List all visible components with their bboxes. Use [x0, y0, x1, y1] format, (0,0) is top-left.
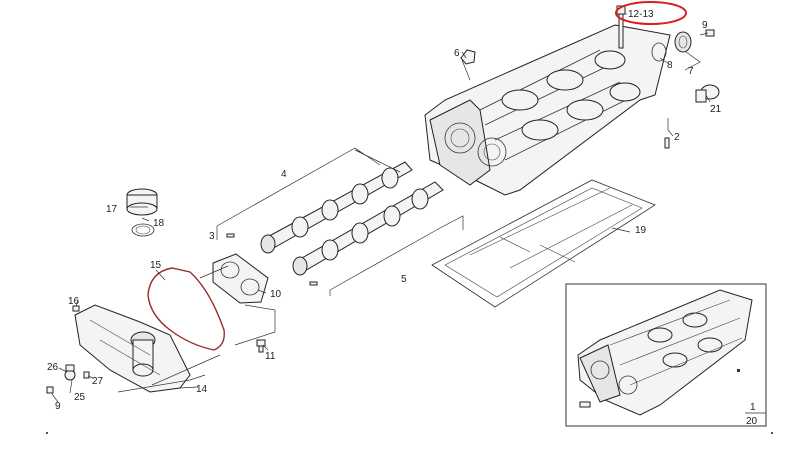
callout-27: 27 [92, 376, 104, 387]
inset-view: 1 20 [565, 283, 767, 427]
callout-14: 14 [196, 384, 208, 395]
callout-21: 21 [710, 104, 722, 115]
gasket-19 [431, 179, 656, 308]
callout-5: 5 [401, 274, 407, 285]
callout-26: 26 [47, 362, 59, 373]
bolt-11 [256, 339, 266, 353]
inset-page-total: 20 [746, 416, 758, 427]
plug-7 [674, 31, 692, 53]
callout-12-13: 12-13 [628, 9, 654, 20]
callout-6: 6 [454, 48, 460, 59]
part-6 [460, 49, 476, 65]
callout-11: 11 [265, 351, 276, 362]
timing-cover-14 [74, 304, 191, 393]
stud-2 [664, 137, 670, 149]
screw-27 [83, 371, 90, 379]
callout-4: 4 [281, 169, 287, 180]
callout-16: 16 [68, 296, 80, 307]
camshaft-housing [424, 24, 671, 196]
callout-25: 25 [74, 392, 86, 403]
bolt-9-lower [46, 386, 54, 394]
callout-17: 17 [106, 204, 118, 215]
camshaft-lower [292, 181, 444, 276]
part-21-fitting [695, 84, 720, 103]
callout-8: 8 [667, 60, 673, 71]
callout-3: 3 [209, 231, 215, 242]
cap-17 [126, 188, 158, 216]
callout-9-top: 9 [702, 20, 708, 31]
callout-18: 18 [153, 218, 165, 229]
pin-3b [309, 281, 318, 286]
callout-19: 19 [635, 225, 647, 236]
highlight-ellipse-12-13 [615, 1, 687, 25]
seal-ring-8 [651, 42, 667, 62]
callout-15: 15 [150, 260, 162, 271]
camshaft-upper [260, 161, 413, 254]
inset-page-number: 1 [750, 402, 756, 413]
inset-head-assembly [577, 289, 753, 416]
gasket-10 [212, 253, 269, 304]
seal-18 [131, 223, 155, 237]
fitting-26 [64, 364, 76, 381]
callout-7: 7 [688, 66, 694, 77]
screw-9-top [705, 29, 715, 37]
callout-9-bottom: 9 [55, 401, 61, 412]
callout-10: 10 [270, 289, 282, 300]
seal-15 [147, 267, 225, 351]
inset-stud [579, 401, 591, 408]
pin-3a [226, 233, 235, 238]
callout-2: 2 [674, 132, 680, 143]
